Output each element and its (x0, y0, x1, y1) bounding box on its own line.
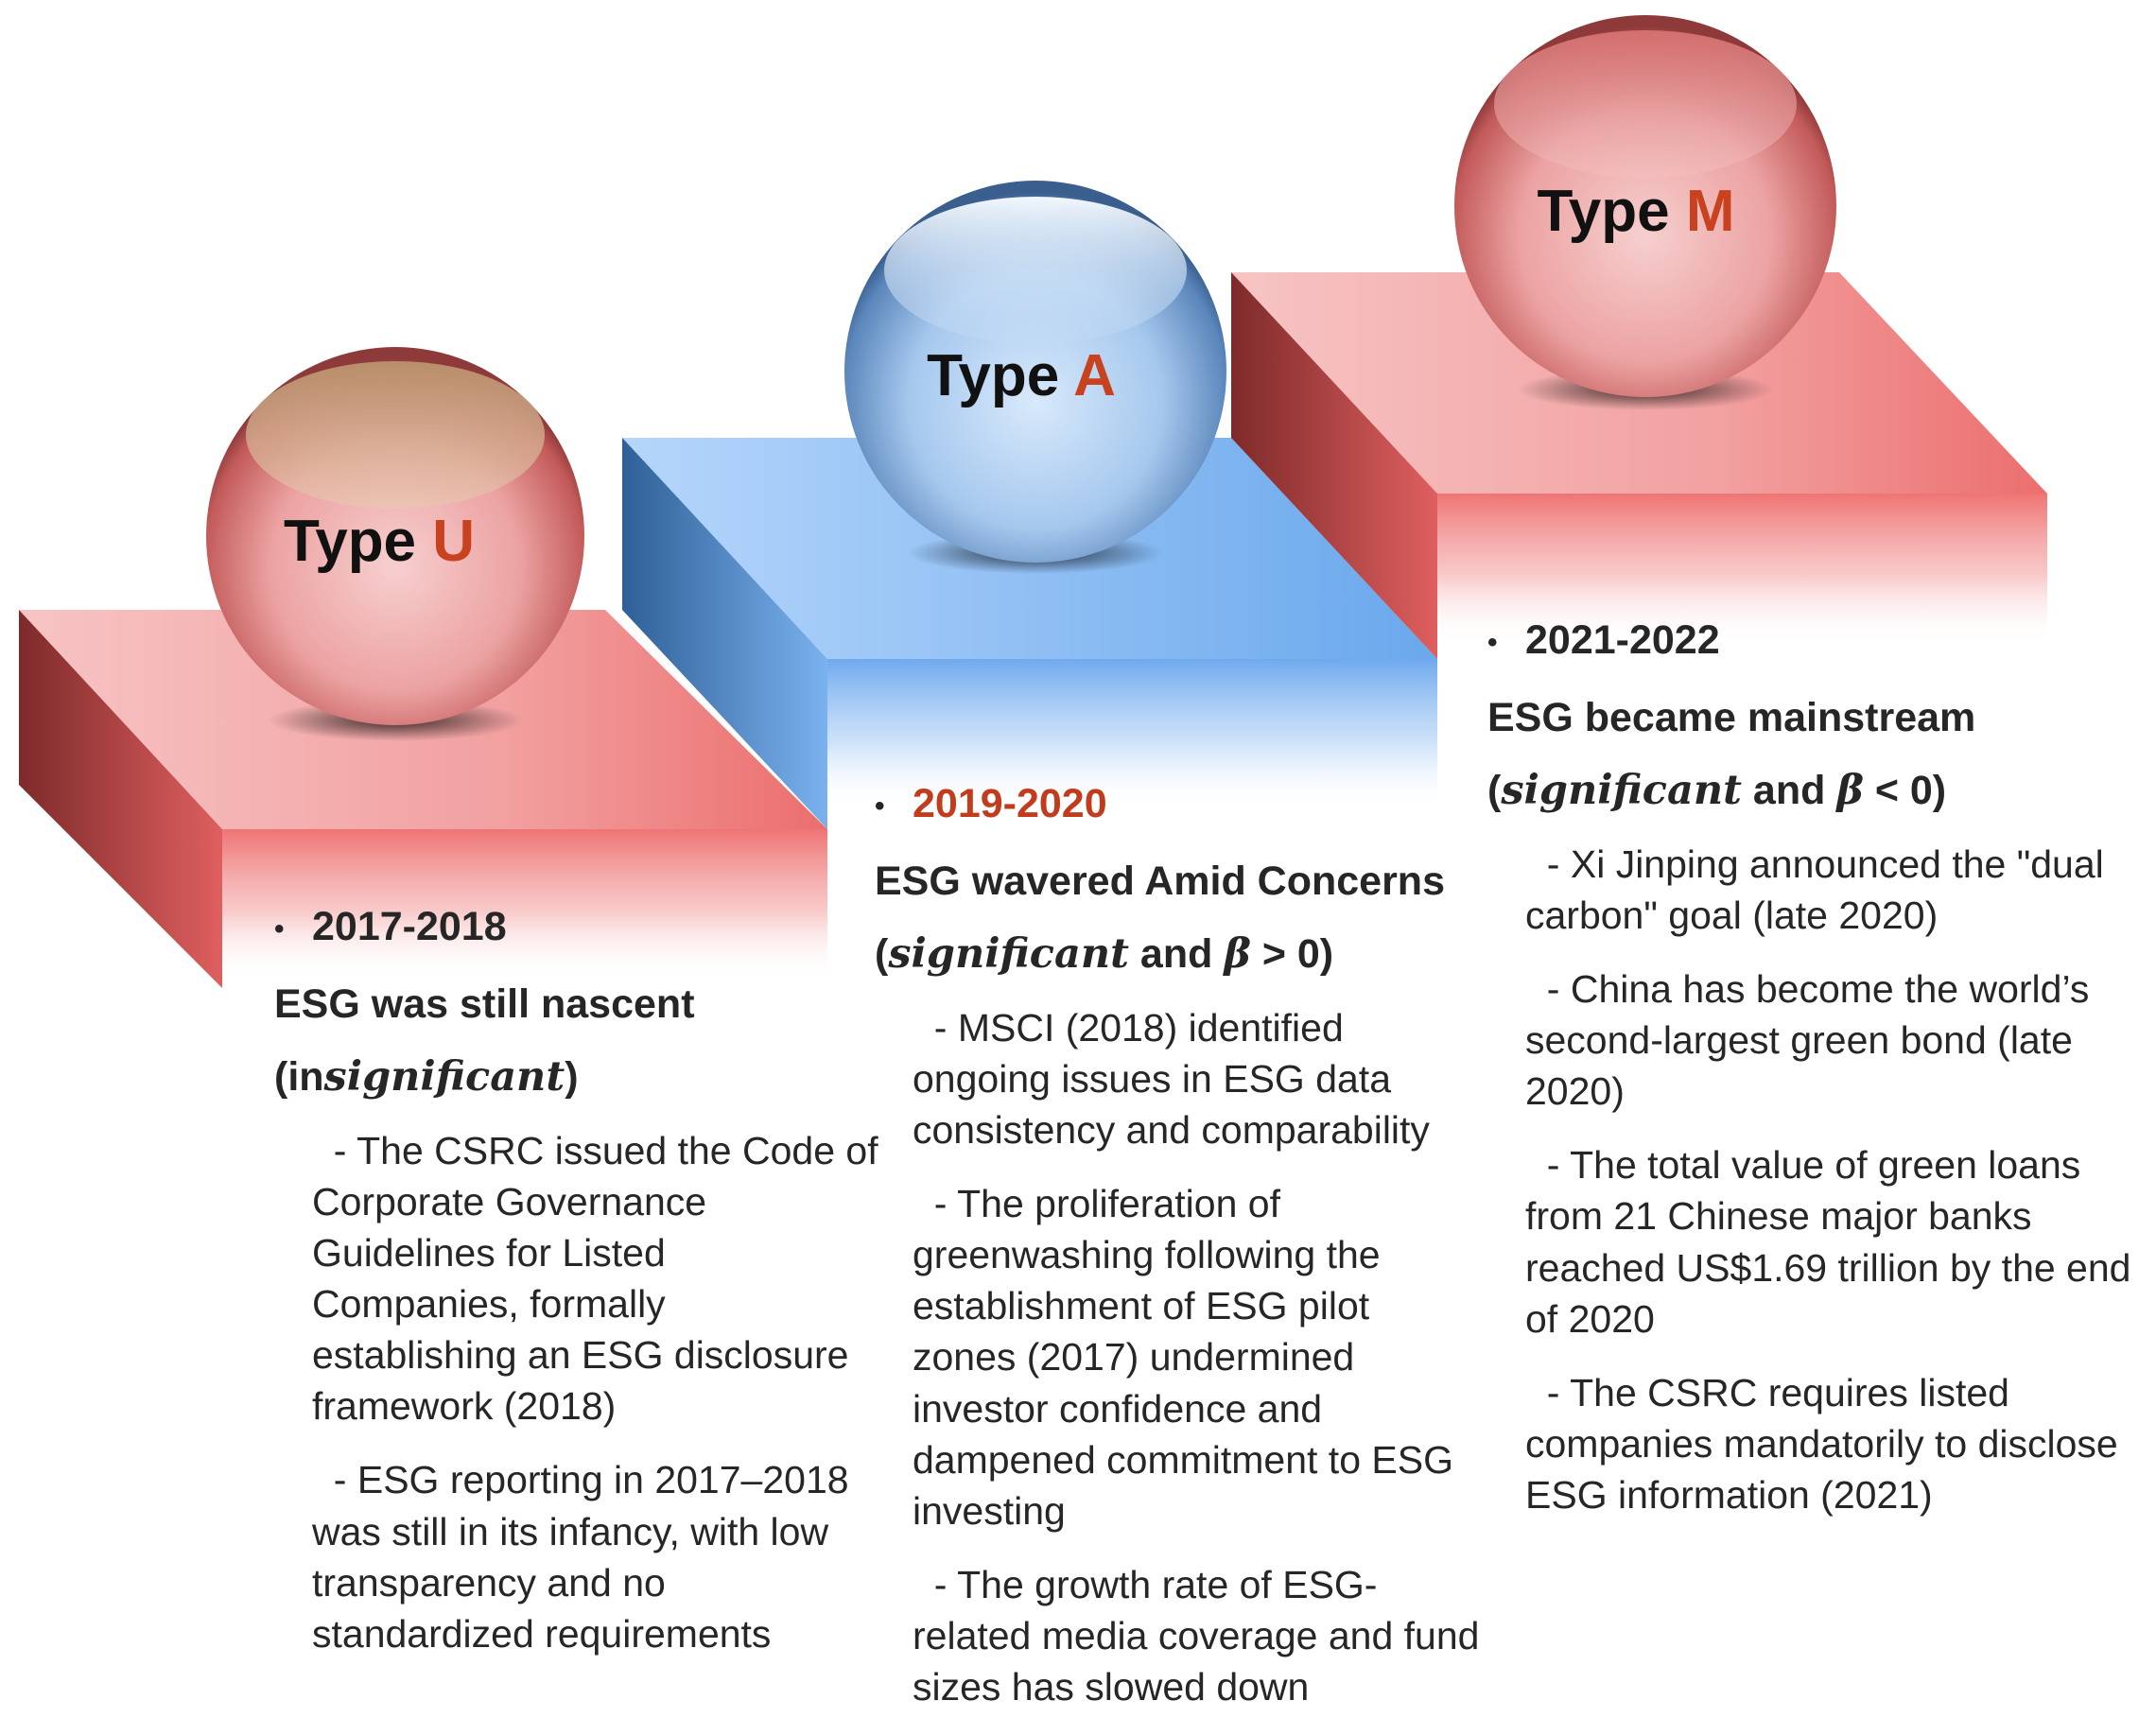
stage-u-items: - The CSRC issued the Code of Corporate … (274, 1125, 879, 1659)
stage-m-text: • 2021-2022 ESG became mainstream (signif… (1487, 616, 2140, 1543)
sphere-a: Type A (844, 181, 1226, 574)
stage-m-period-row: • 2021-2022 (1487, 616, 2140, 666)
stage-u-qualifier: (insignificant) (274, 1053, 579, 1102)
stage-a-qualifier: (significant and β > 0) (875, 930, 1334, 979)
sphere-a-highlight (884, 197, 1187, 344)
stage-u-period: 2017-2018 (312, 904, 507, 949)
sphere-u-highlight (246, 361, 545, 509)
list-item: - The CSRC requires listed companies man… (1525, 1370, 2130, 1517)
bullet-icon: • (875, 789, 885, 822)
type-u-label: Type U (284, 509, 475, 574)
stage-a-period-row: • 2019-2020 (875, 780, 1480, 829)
stage-m-period: 2021-2022 (1525, 617, 1720, 663)
list-item: - MSCI (2018) identified ongoing issues … (913, 1005, 1430, 1152)
list-item: - ESG reporting in 2017–2018 was still i… (312, 1458, 860, 1656)
list-item: - The total value of green loans from 21… (1525, 1143, 2142, 1341)
step-u-front (222, 829, 827, 980)
bullet-icon: • (1487, 626, 1498, 658)
step-a-side (622, 438, 827, 829)
stage-u-period-row: • 2017-2018 (274, 903, 879, 952)
step-u-side (19, 610, 222, 988)
sphere-u: Type U (206, 347, 584, 741)
stage-u-headline: ESG was still nascent (274, 980, 695, 1027)
list-item: - China has become the world’s second-la… (1525, 967, 2100, 1114)
stage-m-qualifier: (significant and β < 0) (1487, 767, 1947, 815)
sphere-m-highlight (1494, 30, 1797, 178)
stage-m-items: - Xi Jinping announced the "dual carbon"… (1487, 839, 2140, 1520)
list-item: - The CSRC issued the Code of Corporate … (312, 1128, 890, 1429)
sphere-m: Type M (1454, 15, 1836, 410)
list-item: - Xi Jinping announced the "dual carbon"… (1525, 841, 2115, 937)
step-m-side (1231, 272, 1437, 659)
stage-u-text: • 2017-2018 ESG was still nascent (insign… (274, 903, 879, 1682)
stage-m-headline: ESG became mainstream (1487, 694, 1976, 740)
stage-a-items: - MSCI (2018) identified ongoing issues … (875, 1002, 1480, 1712)
step-a-front (827, 659, 1437, 810)
stage-a-headline: ESG wavered Amid Concerns (875, 858, 1445, 904)
type-a-label: Type A (927, 343, 1116, 408)
type-m-label: Type M (1538, 179, 1735, 244)
stage-a-period: 2019-2020 (913, 781, 1107, 826)
bullet-icon: • (274, 912, 285, 945)
list-item: - The growth rate of ESG-related media c… (913, 1562, 1490, 1709)
stage-a-text: • 2019-2020 ESG wavered Amid Concerns (si… (875, 780, 1480, 1735)
list-item: - The proliferation of greenwashing foll… (913, 1182, 1465, 1533)
step-m-front (1437, 494, 2047, 645)
